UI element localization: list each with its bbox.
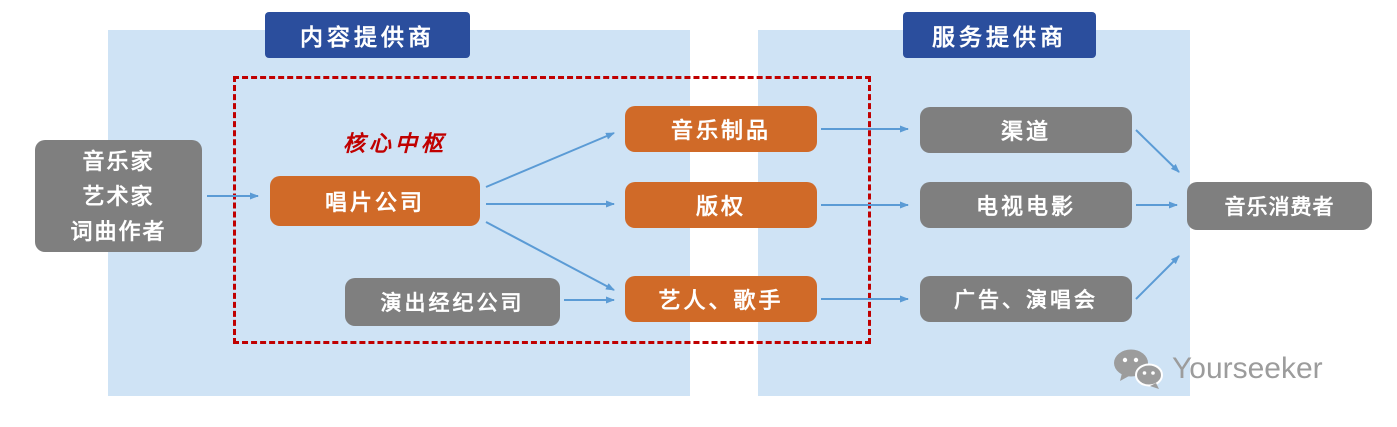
node-channels: 渠道: [920, 107, 1132, 153]
node-music-products: 音乐制品: [625, 106, 817, 152]
node-record-company: 唱片公司: [270, 176, 480, 226]
content-provider-header: 内容提供商: [265, 12, 470, 58]
node-creators-line-1: 音乐家: [82, 148, 155, 174]
watermark-text: Yourseeker: [1172, 352, 1323, 385]
node-creators: 音乐家 艺术家 词曲作者: [35, 140, 202, 252]
node-artists-singers: 艺人、歌手: [625, 276, 817, 322]
watermark: Yourseeker: [1112, 348, 1323, 390]
node-music-consumers: 音乐消费者: [1187, 182, 1372, 230]
wechat-icon: [1114, 349, 1163, 389]
core-hub-label: 核心中枢: [342, 131, 447, 156]
core-hub-outline: [233, 76, 871, 344]
node-performance-agency: 演出经纪公司: [345, 278, 560, 326]
service-provider-header: 服务提供商: [903, 12, 1096, 58]
node-creators-line-2: 艺术家: [82, 183, 155, 209]
node-ads-concerts: 广告、演唱会: [920, 276, 1132, 322]
node-copyright: 版权: [625, 182, 817, 228]
node-tv-film: 电视电影: [920, 182, 1132, 228]
node-creators-line-3: 词曲作者: [70, 218, 167, 244]
